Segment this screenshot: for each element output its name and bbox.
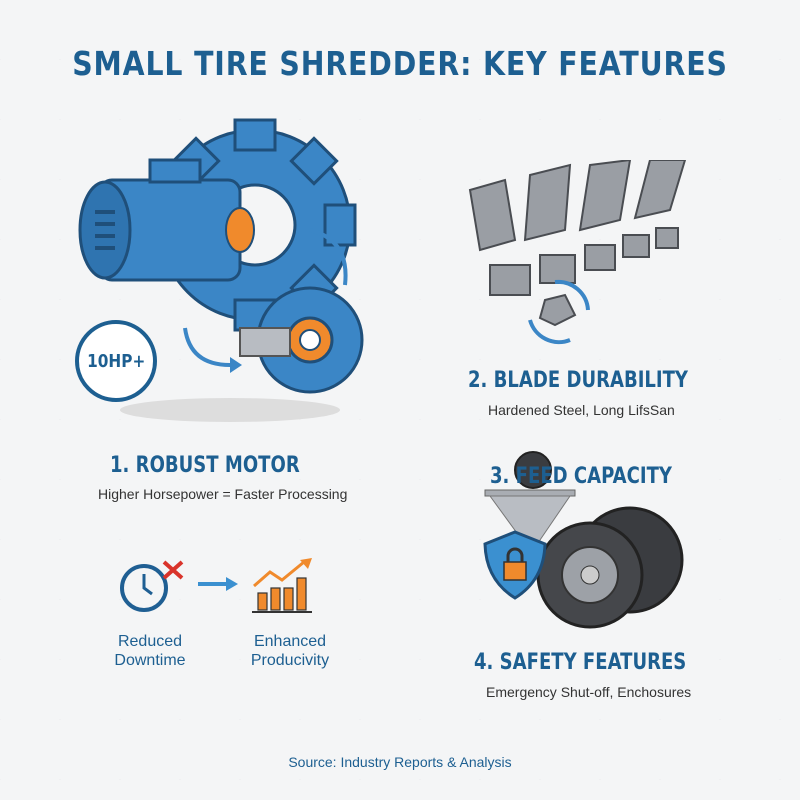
benefit-label-reduced-downtime: Reduced Downtime [114, 633, 186, 669]
motor-icon [78, 158, 255, 282]
feature-heading-safety-features: 4. SAFETY FEATURES [474, 650, 687, 675]
feature-subtitle-safety-features: Emergency Shut-off, Enchosures [486, 684, 692, 700]
benefits-icons [120, 558, 312, 613]
clock-cross-icon [120, 560, 184, 612]
tire-icon [514, 451, 684, 629]
benefit-label-enhanced-productivity: Enhanced Producivity [250, 633, 330, 669]
small-gear-icon [239, 286, 364, 394]
feature-subtitle-blade-durability: Hardened Steel, Long LifsSan [488, 402, 675, 418]
blades-illustration [468, 160, 687, 345]
shield-lock-icon [483, 530, 547, 600]
feature-heading-feed-capacity: 3. FEED CAPACITY [490, 464, 672, 489]
feature-heading-blade-durability: 2. BLADE DURABILITY [468, 368, 688, 393]
bar-chart-growth-icon [252, 558, 312, 613]
source-note: Source: Industry Reports & Analysis [288, 754, 512, 770]
feature-heading-robust-motor: 1. ROBUST MOTOR [110, 453, 300, 478]
motor-gear-illustration [78, 118, 364, 422]
horsepower-badge: 10HP+ [75, 320, 157, 402]
horsepower-badge-text: 10HP+ [86, 350, 146, 372]
feed-safety-illustration [484, 451, 684, 629]
page-title: SMALL TIRE SHREDDER: KEY FEATURES [72, 44, 728, 83]
arrow-right-icon [198, 577, 238, 591]
feature-subtitle-robust-motor: Higher Horsepower = Faster Processing [98, 486, 348, 502]
